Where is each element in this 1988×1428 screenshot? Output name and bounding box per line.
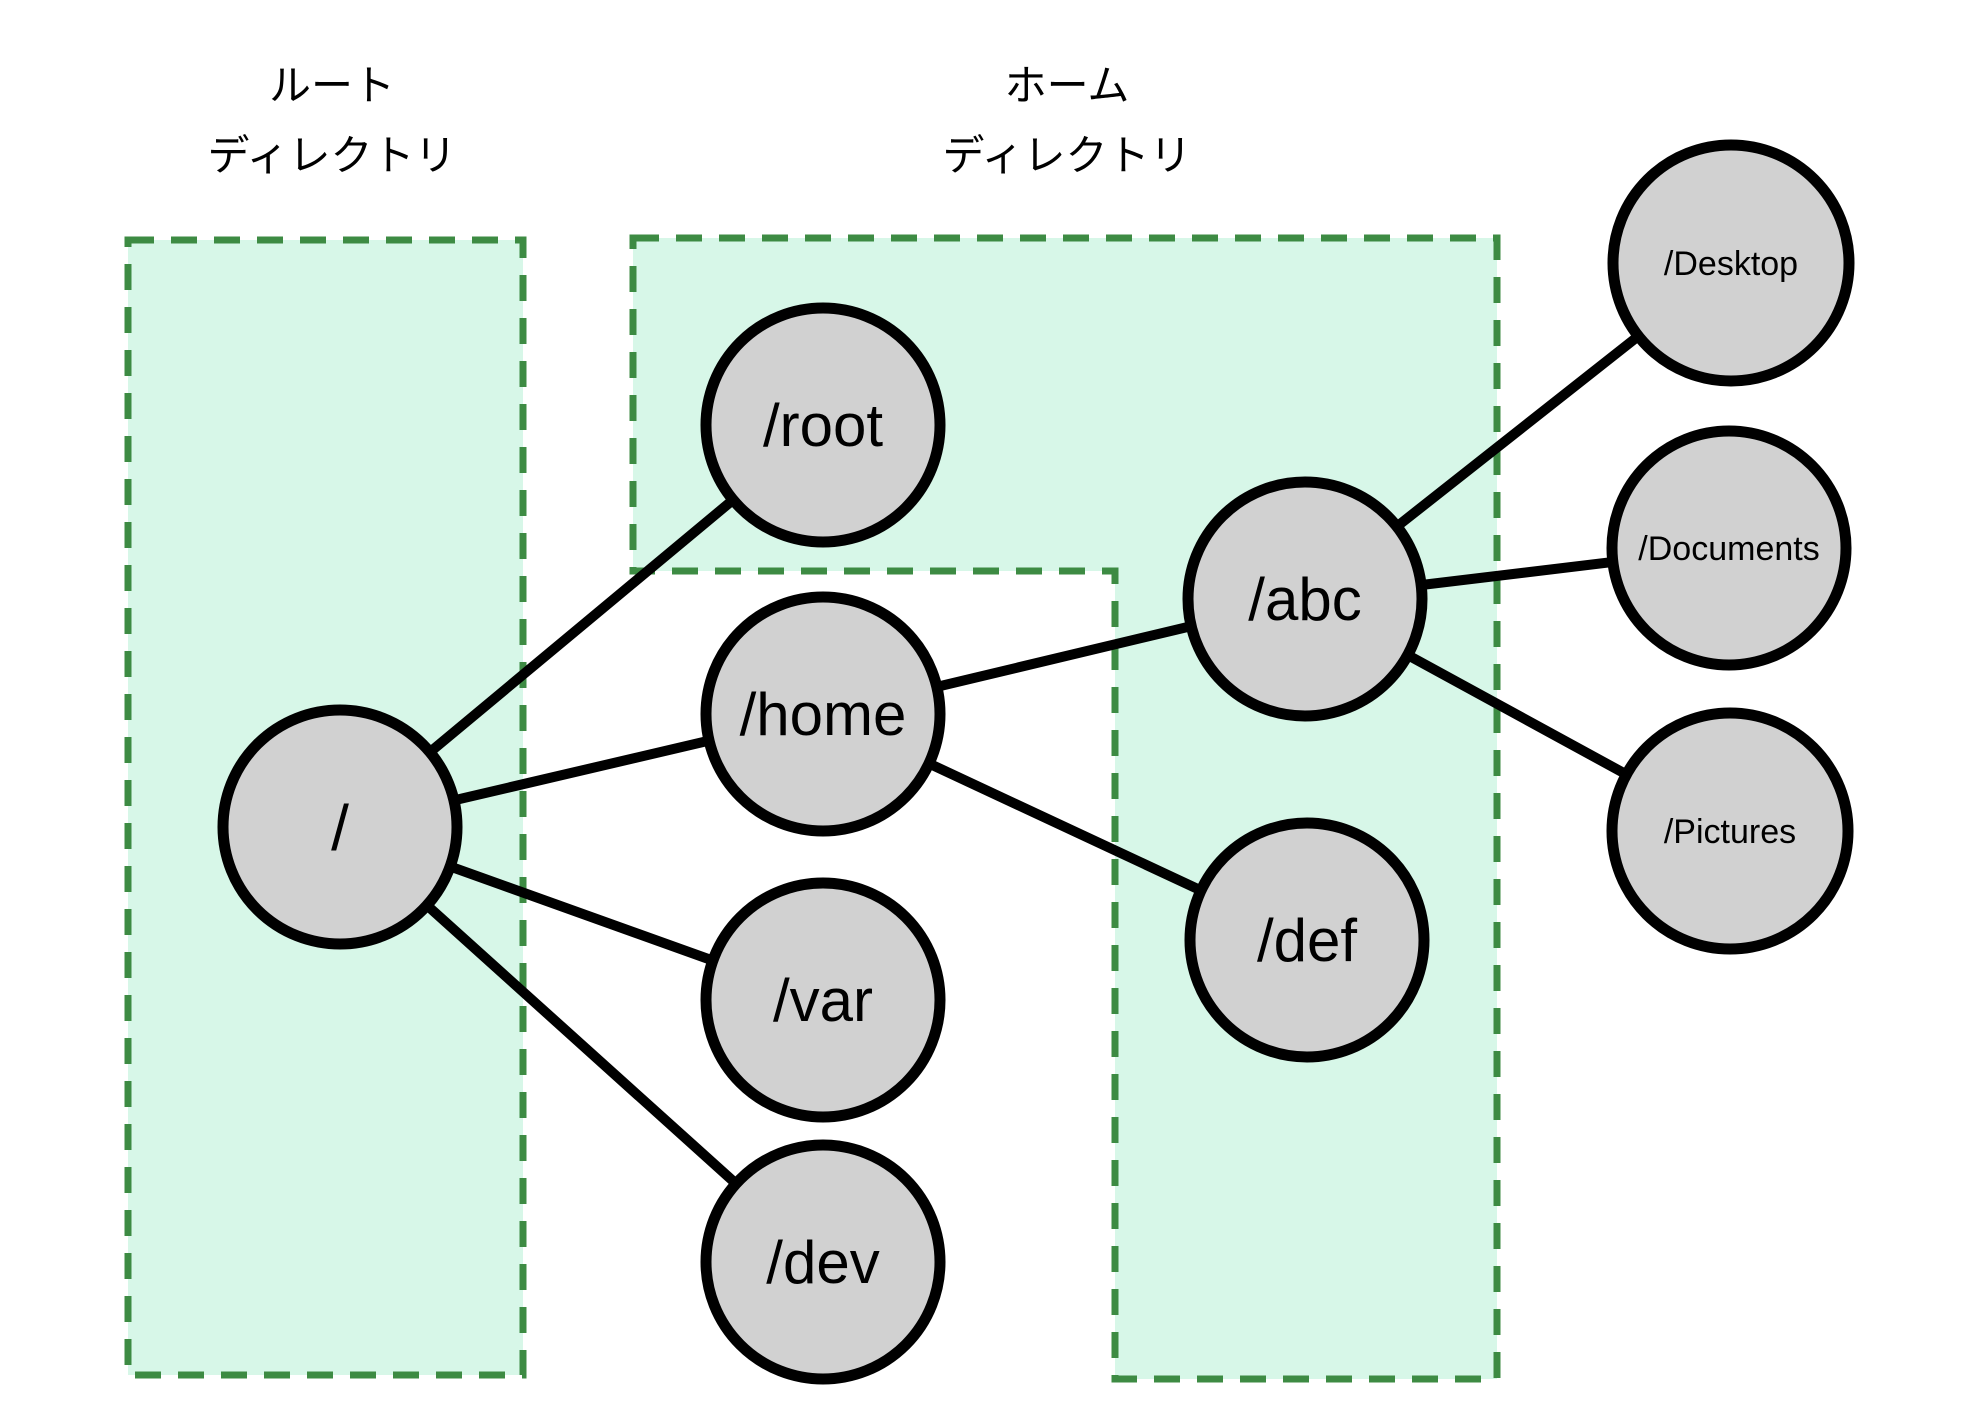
node-documents-label: /Documents — [1638, 530, 1819, 568]
node-root-label: /root — [763, 392, 883, 459]
node-home-label: /home — [740, 681, 907, 748]
node-slash-label: / — [331, 792, 349, 864]
node-abc-label: /abc — [1248, 566, 1361, 633]
node-abc — [1182, 476, 1428, 722]
node-def — [1184, 817, 1430, 1063]
node-var-label: /var — [773, 967, 873, 1034]
node-root — [700, 302, 946, 548]
node-home — [700, 591, 946, 837]
node-var — [700, 877, 946, 1123]
root-region-label-line1: ルート — [269, 62, 395, 109]
node-desktop — [1607, 139, 1855, 387]
node-documents — [1606, 425, 1852, 671]
node-def-label: /def — [1257, 907, 1357, 974]
node-dev-label: /dev — [766, 1229, 879, 1296]
node-pictures-label: /Pictures — [1664, 813, 1796, 851]
node-dev — [700, 1139, 946, 1385]
node-desktop-label: /Desktop — [1664, 245, 1798, 283]
home-region-label-line2: ディレクトリ — [942, 132, 1191, 179]
home-region-label-line1: ホーム — [1005, 62, 1130, 109]
node-slash — [217, 704, 463, 950]
node-pictures — [1606, 707, 1854, 955]
root-region-label-line2: ディレクトリ — [207, 132, 456, 179]
